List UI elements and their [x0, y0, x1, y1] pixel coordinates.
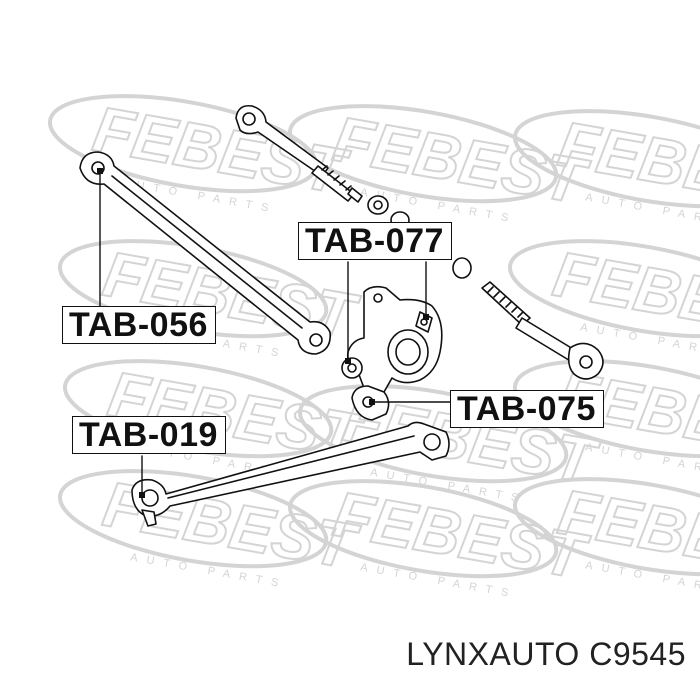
leader-markers: [97, 168, 429, 498]
marker-077-left: [345, 358, 351, 364]
footer-caption: LYNXAUTO C9545: [406, 636, 686, 672]
marker-077-right: [423, 314, 429, 320]
part-label-tab-019: TAB-019: [72, 416, 226, 454]
marker-019: [139, 492, 145, 498]
lower-trailing-arm: [131, 421, 450, 527]
part-label-tab-075: TAB-075: [450, 390, 604, 428]
knuckle: [346, 285, 443, 395]
leader-lines: [99, 171, 451, 495]
right-adjust-rod: [452, 257, 604, 380]
marker-056: [97, 168, 103, 174]
part-label-tab-056: TAB-056: [62, 306, 216, 344]
upper-link-rod: [235, 104, 363, 203]
marker-075: [369, 399, 375, 405]
part-label-tab-077: TAB-077: [298, 222, 452, 260]
